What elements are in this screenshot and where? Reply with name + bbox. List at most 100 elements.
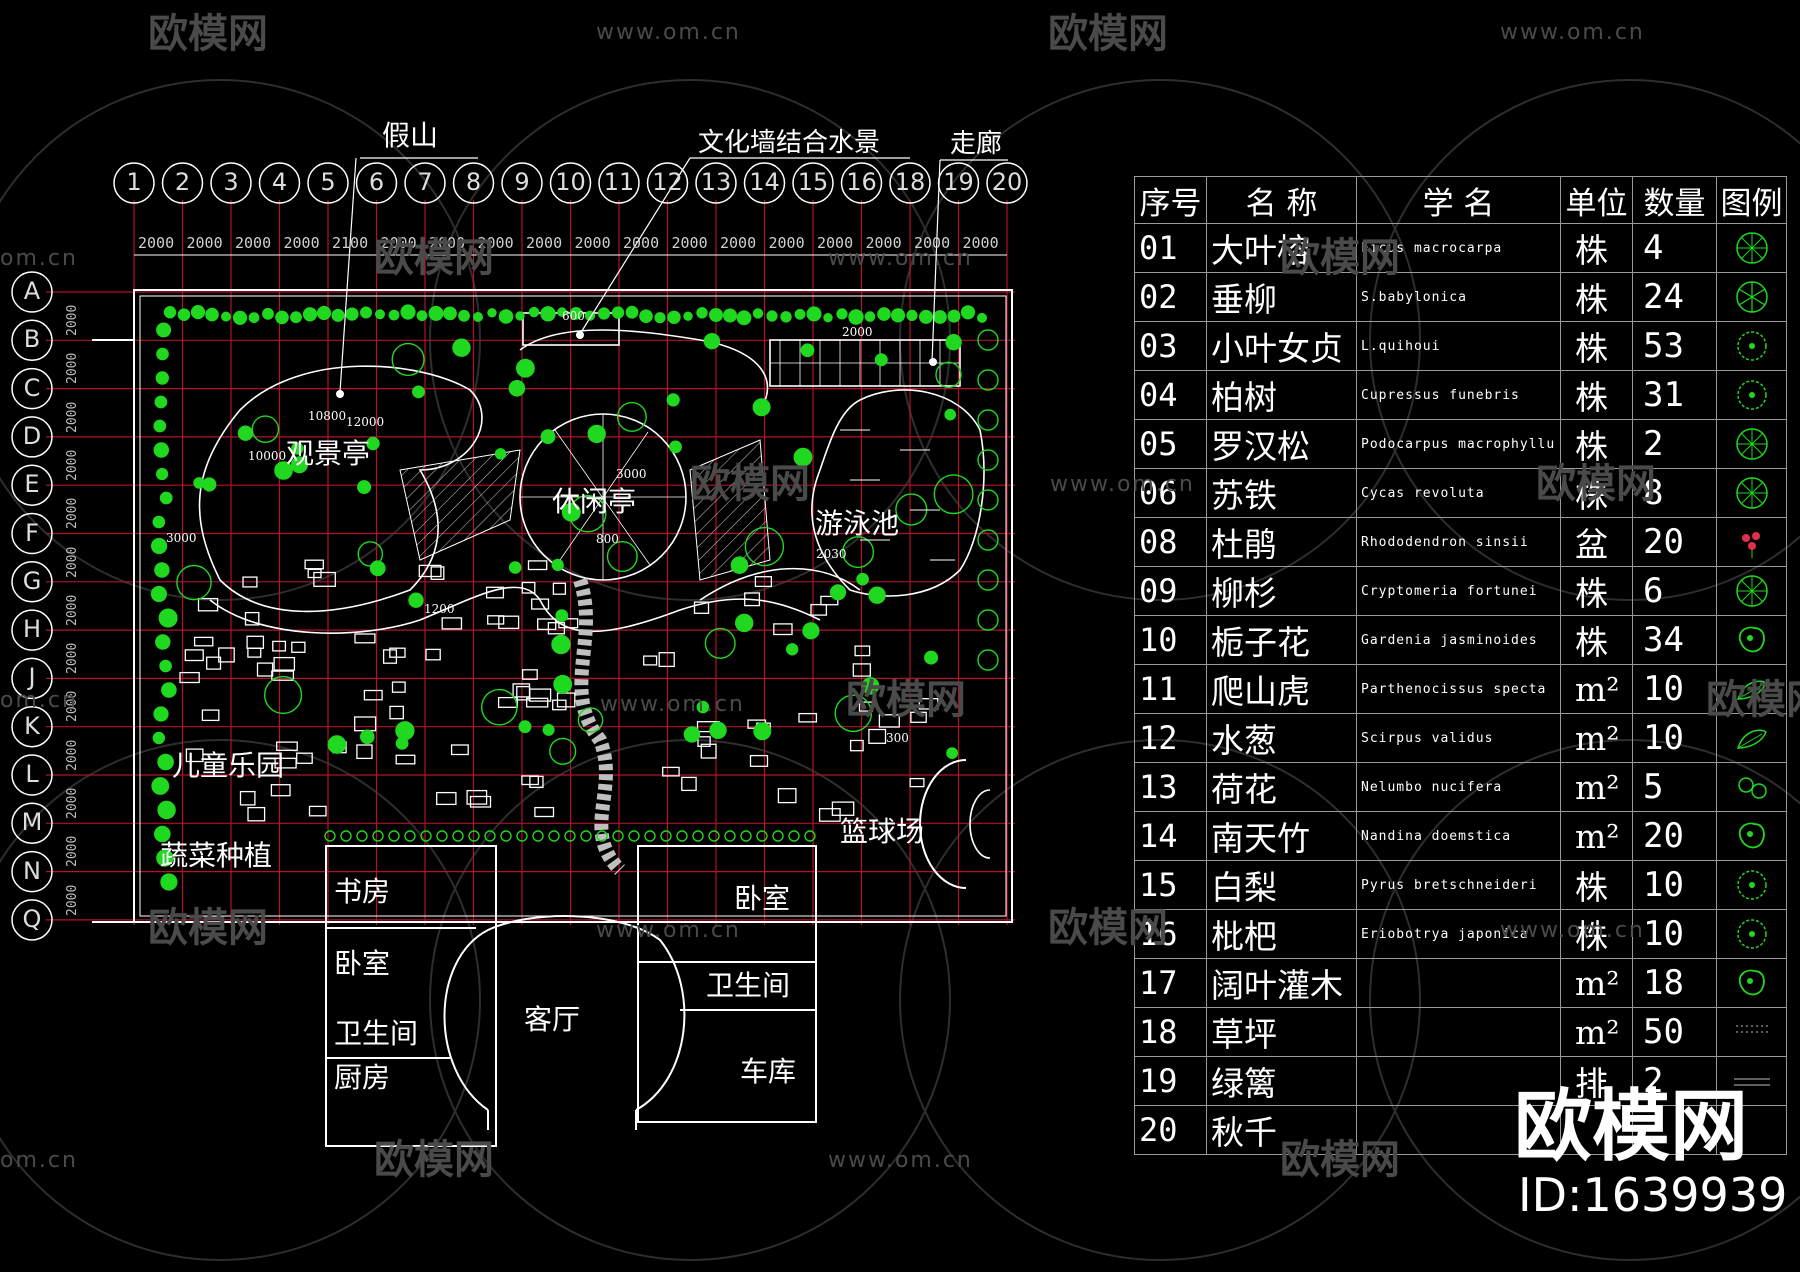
hedge-shrub bbox=[612, 830, 624, 842]
edge-shrub bbox=[150, 585, 168, 603]
tree bbox=[744, 526, 785, 567]
row-quantity bbox=[1632, 1105, 1717, 1155]
dimension-text: 2100 bbox=[332, 234, 369, 252]
shrub bbox=[508, 379, 526, 397]
dimension-text: 2000 bbox=[380, 234, 417, 252]
shrub bbox=[946, 747, 958, 759]
stepping-stone bbox=[534, 806, 555, 818]
hedge-shrub bbox=[692, 830, 704, 842]
hedge-shrub bbox=[163, 306, 177, 319]
axis-label-col: 12 bbox=[652, 168, 683, 196]
watermark-brand: 欧模网 bbox=[1706, 677, 1800, 723]
stepping-stone bbox=[436, 791, 457, 806]
row-plant-name: 阔叶灌木 bbox=[1206, 958, 1357, 1008]
shrub bbox=[202, 477, 217, 492]
row-quantity: 50 bbox=[1632, 1007, 1717, 1057]
hedge-shrub bbox=[540, 306, 556, 322]
stepping-stone bbox=[307, 568, 322, 579]
edge-shrub bbox=[159, 491, 173, 505]
row-plant-name: 柳杉 bbox=[1206, 566, 1357, 616]
stepping-stone bbox=[858, 701, 874, 712]
row-scientific-name: Podocarpus macrophyllu bbox=[1356, 419, 1561, 469]
row-legend-symbol bbox=[1716, 860, 1787, 910]
axis-label-col: 7 bbox=[417, 168, 433, 196]
axis-bubble-col bbox=[889, 162, 931, 204]
row-number: 13 bbox=[1134, 762, 1207, 812]
row-unit: 株 bbox=[1560, 272, 1633, 322]
row-quantity: 31 bbox=[1632, 370, 1717, 420]
planting bbox=[150, 304, 999, 891]
axis-bubble-row bbox=[11, 657, 53, 700]
axis-bubble-row bbox=[11, 705, 53, 748]
hedge-shrub bbox=[515, 311, 525, 321]
row-plant-name: 柏树 bbox=[1206, 370, 1357, 420]
row-plant-name: 绿篱 bbox=[1206, 1056, 1357, 1106]
axis-label-row: K bbox=[24, 711, 40, 740]
hedge-shrub bbox=[316, 305, 332, 321]
row-plant-name: 白梨 bbox=[1206, 860, 1357, 910]
stepping-stone bbox=[487, 615, 505, 625]
shrub bbox=[802, 622, 820, 640]
row-number: 19 bbox=[1134, 1056, 1207, 1106]
dimension-text: 2000 bbox=[671, 234, 708, 252]
dimension-text: 2000 bbox=[865, 234, 902, 252]
watermark-brand: 欧模网 bbox=[148, 11, 268, 57]
row-plant-name: 苏铁 bbox=[1206, 468, 1357, 518]
stepping-stone bbox=[274, 757, 297, 769]
shrub bbox=[829, 584, 847, 601]
axis-label-col: 15 bbox=[797, 168, 829, 196]
watermark-brand: 欧模网 bbox=[1536, 461, 1656, 507]
stepping-stone bbox=[354, 633, 376, 644]
hedge-shrub bbox=[564, 830, 576, 842]
row-legend-symbol bbox=[1716, 1007, 1787, 1057]
stepping-stone bbox=[529, 775, 544, 789]
tree bbox=[704, 627, 736, 659]
hedge-shrub bbox=[794, 308, 806, 320]
dimension-text: 2000 bbox=[138, 234, 175, 252]
hedge-shrub bbox=[375, 309, 386, 320]
watermark-url: www.om.cn bbox=[1500, 918, 1645, 943]
stepping-stone bbox=[749, 754, 769, 767]
axis-label-col: 11 bbox=[603, 168, 635, 196]
shrub bbox=[793, 447, 813, 467]
row-quantity: 2 bbox=[1632, 1056, 1717, 1106]
shrub bbox=[327, 735, 347, 754]
hedge-shrub bbox=[452, 830, 464, 842]
row-quantity: 18 bbox=[1632, 958, 1717, 1008]
axis-label-row: A bbox=[23, 277, 41, 305]
axis-bubble-col bbox=[452, 162, 495, 204]
shrub bbox=[408, 592, 424, 608]
row-number: 01 bbox=[1134, 223, 1207, 273]
stepping-stone bbox=[218, 647, 235, 663]
hedge-shrub bbox=[420, 830, 432, 842]
row-quantity: 6 bbox=[1632, 566, 1717, 616]
tree bbox=[549, 737, 577, 765]
stepping-stone bbox=[276, 741, 298, 751]
axis-bubble-row bbox=[11, 802, 53, 845]
hedge-shrub bbox=[388, 830, 400, 842]
hedge-shrub bbox=[947, 309, 961, 323]
stepping-stone bbox=[681, 776, 697, 792]
stepping-stone bbox=[425, 648, 441, 661]
stepping-stone bbox=[239, 790, 256, 806]
hatched-paving bbox=[399, 439, 771, 581]
hedge-shrub bbox=[596, 830, 608, 842]
label-kitchen: 厨房 bbox=[334, 1061, 391, 1094]
dim-800: 800 bbox=[596, 532, 619, 546]
edge-shrub bbox=[157, 800, 176, 820]
side-dimension-text: 2000 bbox=[65, 787, 80, 819]
hedge-shrub bbox=[756, 830, 768, 842]
row-unit bbox=[1560, 1105, 1633, 1155]
dimension-text: 2000 bbox=[235, 234, 272, 252]
row-scientific-name bbox=[1356, 1007, 1561, 1057]
side-dimension-text: 2000 bbox=[65, 449, 80, 481]
row-plant-name: 罗汉松 bbox=[1206, 419, 1357, 469]
row-unit: m² bbox=[1560, 1007, 1633, 1057]
hedge-shrub bbox=[823, 313, 833, 323]
